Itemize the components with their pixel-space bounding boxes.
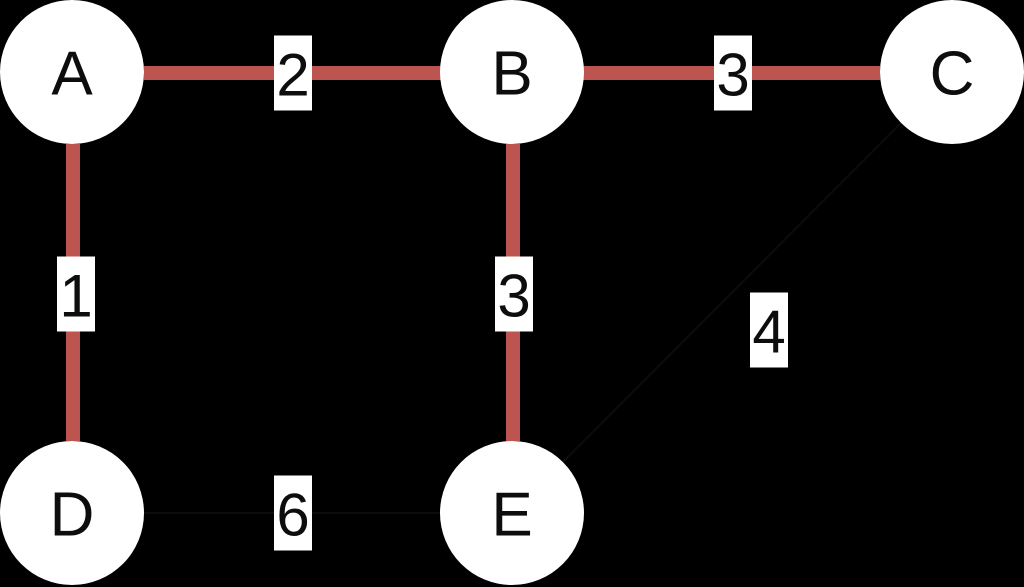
edge-weight-text: 2 [276, 42, 309, 109]
edge-weight-text: 6 [276, 482, 309, 549]
edge-labels-layer: 2 3 1 3 4 6 [57, 35, 788, 551]
node-c[interactable]: C [880, 0, 1024, 144]
edge-weight-a-b[interactable]: 2 [274, 35, 312, 111]
edge-weight-box [750, 292, 788, 368]
node-a[interactable]: A [0, 0, 144, 144]
node-c-circle [880, 0, 1024, 144]
edge-weight-box [495, 256, 533, 332]
edge-weight-b-e[interactable]: 3 [495, 256, 533, 332]
edge-weight-box [274, 475, 312, 551]
node-b-label: B [491, 40, 532, 109]
edge-weight-box [714, 35, 752, 111]
edge-c-e[interactable] [562, 122, 902, 463]
edge-weight-d-e[interactable]: 6 [274, 475, 312, 551]
node-e-label: E [491, 481, 532, 550]
edge-weight-a-d[interactable]: 1 [57, 256, 95, 332]
node-d-circle [0, 441, 144, 585]
node-e[interactable]: E [440, 441, 584, 585]
node-b[interactable]: B [440, 0, 584, 144]
node-a-label: A [51, 40, 93, 109]
edge-weight-box [57, 256, 95, 332]
edge-weight-text: 3 [497, 263, 530, 330]
node-d-label: D [50, 481, 95, 550]
edge-weight-text: 3 [716, 42, 749, 109]
edge-weight-text: 1 [59, 263, 92, 330]
node-d[interactable]: D [0, 441, 144, 585]
node-c-label: C [930, 40, 975, 109]
node-b-circle [440, 0, 584, 144]
edge-weight-c-e[interactable]: 4 [750, 292, 788, 368]
edge-weight-b-c[interactable]: 3 [714, 35, 752, 111]
edge-weight-box [274, 35, 312, 111]
node-e-circle [440, 441, 584, 585]
node-a-circle [0, 0, 144, 144]
edge-weight-text: 4 [752, 299, 785, 366]
